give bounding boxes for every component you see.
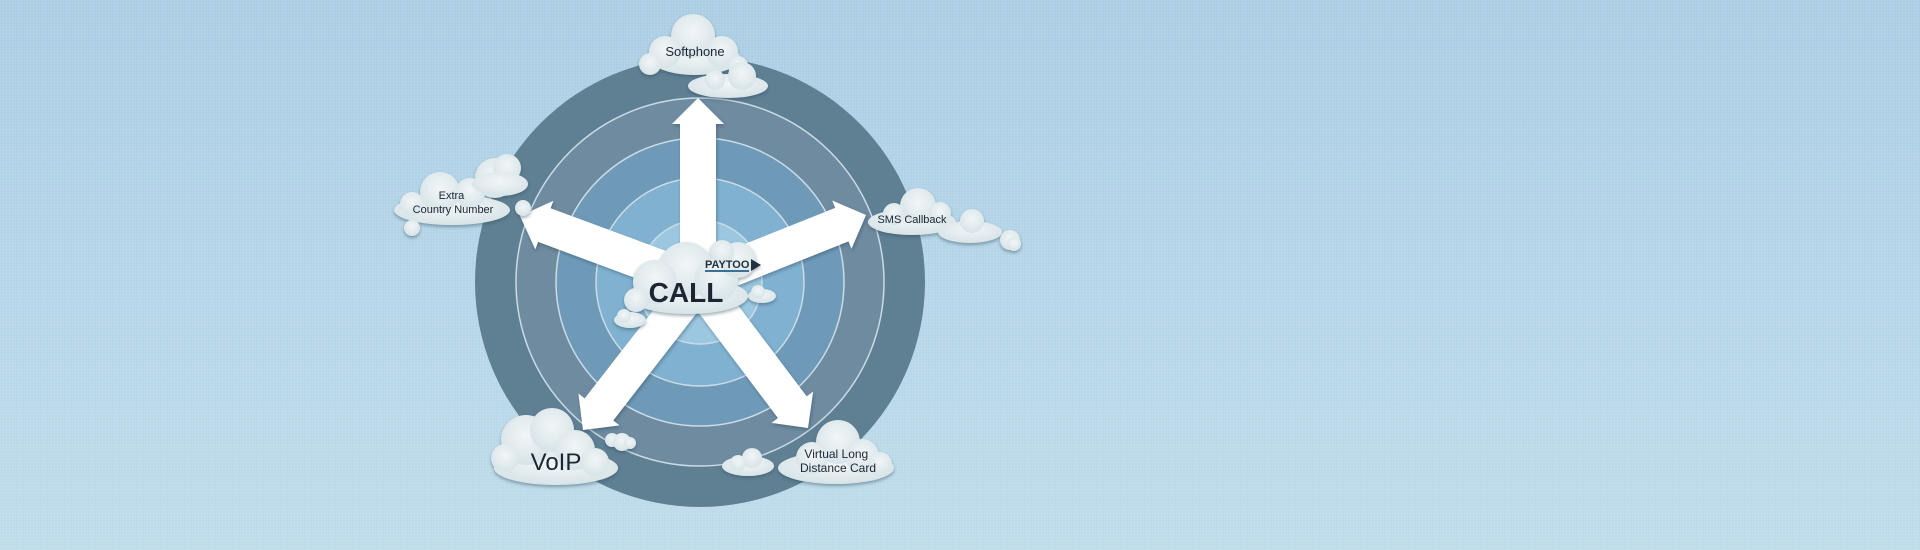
cloud-softphone: Softphone [639,14,768,98]
cloud-voip: VoIP [491,408,636,485]
arrow-to-softphone [672,98,724,282]
cloud-sms-callback: SMS Callback [868,188,1021,251]
paytoo-logo: PAYTOO [705,259,761,272]
center-call-label: CALL [649,277,724,308]
paytoo-logo-bar [705,270,749,272]
virtual-long-distance-card-label: Virtual Long Distance Card [800,447,876,475]
cloud-extra-country-number: Extra Country Number [394,154,531,236]
paytoo-play-icon [751,259,761,271]
cloud-virtual-long-distance-card: Virtual Long Distance Card [722,420,894,484]
softphone-label: Softphone [665,44,724,59]
extra-country-number-label: Extra Country Number [413,190,494,216]
center-cloud: CALL PAYTOO [614,240,776,328]
paytoo-brand-text: PAYTOO [705,259,750,271]
voip-label: VoIP [531,449,582,476]
sms-callback-label: SMS Callback [877,214,947,226]
